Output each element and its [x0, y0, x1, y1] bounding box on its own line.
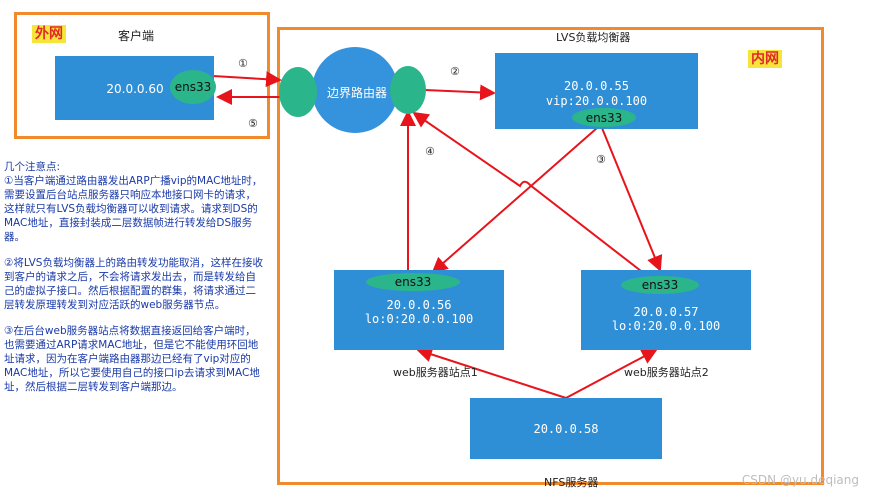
external-zone-label: 外网	[32, 25, 66, 43]
arrow-lvs-to-web2	[601, 127, 663, 272]
web2-caption: web服务器站点2	[624, 366, 709, 379]
client-title: 客户端	[118, 29, 155, 43]
step-4: ④	[425, 145, 435, 158]
watermark: CSDN @yu.deqiang	[741, 473, 859, 487]
web2-ip: 20.0.0.57	[633, 305, 699, 319]
web1-ens33: ens33	[366, 273, 460, 291]
router-circle	[312, 47, 398, 133]
arrow-lvs-to-web1	[431, 127, 598, 274]
notes-point-1: ①当客户端通过路由器发出ARP广播vip的MAC地址时，需要设置后台站点服务器只…	[4, 175, 263, 243]
internal-zone-frame	[277, 27, 824, 485]
step-5: ⑤	[248, 117, 258, 130]
arrow-nfs-to-web2	[565, 349, 658, 399]
notes-point-2: ②将LVS负载均衡器上的路由转发功能取消，这样在接收到客户的请求之后，不会将请求…	[4, 257, 263, 311]
lvs-ip: 20.0.0.55	[563, 79, 630, 93]
web2-ens33: ens33	[621, 276, 699, 294]
arrow-router-to-lvs	[424, 84, 496, 101]
web1-lo: lo:0:20.0.0.100	[364, 312, 474, 326]
step-2: ②	[450, 65, 460, 78]
notes-panel: 几个注意点: ①当客户端通过路由器发出ARP广播vip的MAC地址时，需要设置后…	[4, 160, 266, 406]
arrow-client-to-router	[212, 71, 282, 88]
nfs-ip: 20.0.0.58	[533, 422, 599, 436]
router-label: 边界路由器	[326, 86, 387, 100]
internal-zone-label: 内网	[748, 50, 782, 68]
notes-heading: 几个注意点:	[4, 161, 61, 173]
web2-lo: lo:0:20.0.0.100	[611, 319, 721, 333]
router-right-iface	[390, 66, 426, 114]
arrow-web2-to-router	[412, 111, 651, 279]
step-3: ③	[596, 153, 606, 166]
step-1: ①	[238, 57, 248, 70]
web1-caption: web服务器站点1	[393, 366, 478, 379]
nfs-box	[470, 398, 662, 459]
nfs-caption: NFS服务器	[544, 476, 599, 489]
lvs-ens33: ens33	[572, 108, 636, 127]
web1-ip: 20.0.0.56	[386, 298, 452, 312]
notes-point-3: ③在后台web服务器站点将数据直接返回给客户端时，也需要通过ARP请求MAC地址…	[4, 325, 260, 393]
lvs-vip: vip:20.0.0.100	[545, 94, 648, 108]
router-left-iface	[279, 67, 317, 117]
lvs-title: LVS负载均衡器	[556, 31, 631, 44]
client-ens33: ens33	[170, 70, 216, 104]
arrow-nfs-to-web1	[416, 346, 567, 399]
client-ip: 20.0.0.60	[106, 82, 164, 96]
